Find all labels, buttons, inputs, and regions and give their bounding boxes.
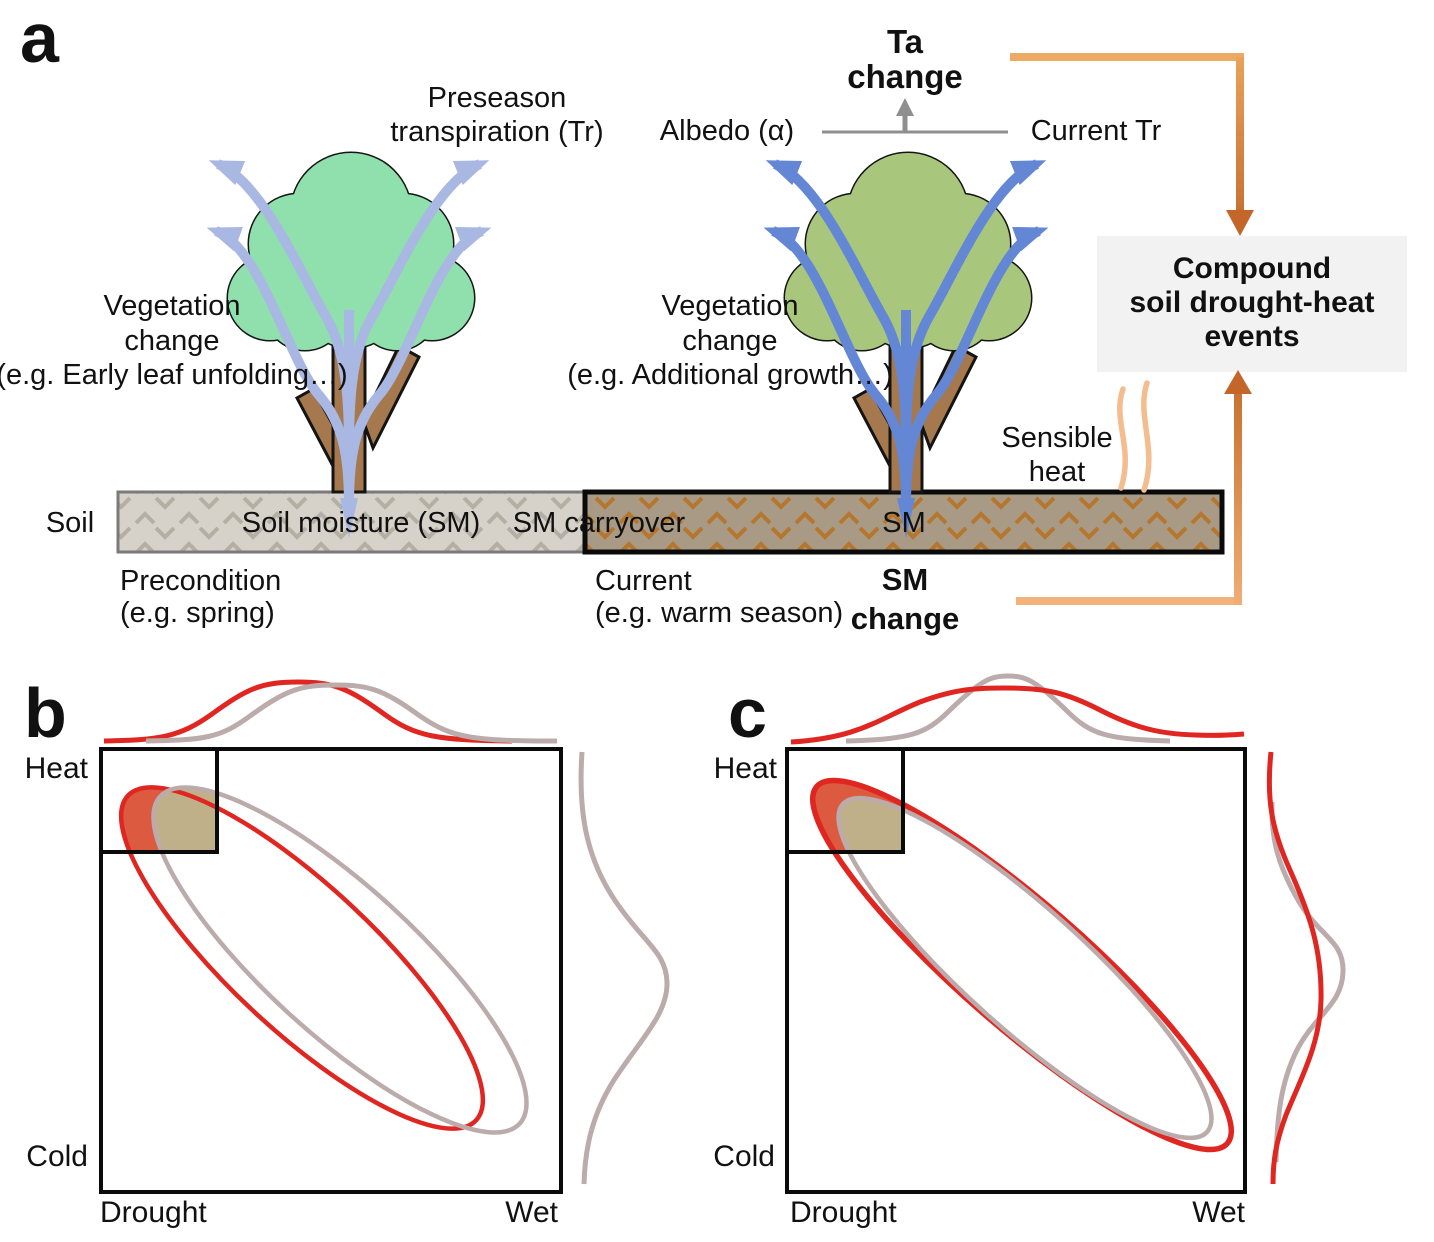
- panel-c-top-density-red: [790, 685, 1245, 745]
- panel-b-plot-box: [99, 747, 563, 1194]
- panel-b-gray-ellipse: [151, 785, 529, 1135]
- compound-label3: events: [1204, 320, 1299, 353]
- compound-label2: soil drought-heat: [1130, 286, 1375, 319]
- tree1-root-tip: [340, 498, 358, 538]
- tree2-root-tip: [897, 498, 915, 538]
- panel-b-top-density-red: [103, 679, 513, 744]
- veg-right-label2: change: [682, 325, 777, 357]
- tree-current: [763, 151, 1049, 538]
- ta-change-label: Ta: [887, 23, 924, 60]
- panel-c-drought-label: Drought: [790, 1196, 897, 1229]
- tree1-transpiration-arrows: [206, 159, 492, 506]
- panel-c-cold-label: Cold: [713, 1140, 775, 1173]
- arrow-mid-right-icon: [901, 226, 1049, 506]
- panel-c: c Heat Cold Drought Wet: [713, 673, 1346, 1229]
- panel-c-plot-box: [785, 747, 1247, 1194]
- panel-b-label: b: [24, 674, 67, 752]
- albedo-label: Albedo (α): [660, 115, 794, 147]
- arrow-mid-right-icon: [344, 226, 492, 506]
- current-label: Current: [595, 565, 692, 597]
- sm-change-label: SM: [882, 562, 929, 597]
- panel-a: a Preseason transpiration (Tr) Ta change…: [0, 0, 1407, 636]
- precondition-label2: (e.g. spring): [120, 597, 275, 629]
- tan-overlap-fill: [838, 798, 903, 852]
- panel-b-red-ellipse: [118, 785, 486, 1131]
- panel-c-corner-box: [785, 747, 905, 854]
- arrow-up-right-icon: [900, 159, 1047, 506]
- veg-right-label3: (e.g. Additional growth…): [567, 359, 893, 391]
- arrow-up-icon: [1224, 370, 1252, 394]
- heat-wave-icon: [1117, 380, 1152, 493]
- panel-b-drought-label: Drought: [100, 1196, 207, 1229]
- panel-b-top-density-gray: [145, 682, 558, 744]
- panel-b-wet-label: Wet: [505, 1196, 558, 1229]
- tree-preseason: [206, 151, 492, 538]
- current-tr-label: Current Tr: [1031, 115, 1162, 147]
- preseason-label: Preseason: [428, 82, 567, 114]
- arrow-up-right-icon: [343, 159, 490, 506]
- veg-left-label3: (e.g. Early leaf unfolding…): [0, 359, 348, 391]
- panel-c-label: c: [728, 674, 767, 752]
- ta-to-compound-arrow: [1010, 53, 1254, 236]
- panel-a-label: a: [20, 0, 60, 77]
- veg-left-label2: change: [124, 325, 219, 357]
- panel-b-right-density-gray: [578, 751, 670, 1185]
- arrow-mid-left-icon: [763, 226, 911, 506]
- panel-b-cold-label: Cold: [26, 1140, 88, 1173]
- precondition-label: Precondition: [120, 565, 281, 597]
- current-label2: (e.g. warm season): [595, 597, 843, 629]
- red-overlap-fill: [121, 787, 217, 852]
- compound-events-box: [1097, 236, 1407, 372]
- tan-overlap-fill: [153, 787, 217, 852]
- arrow-mid-left-icon: [206, 226, 354, 506]
- panel-c-gray-ellipse: [836, 795, 1214, 1141]
- ta-indicator: [822, 98, 1008, 134]
- arrow-down-icon: [1226, 210, 1254, 236]
- ta-arrow-up-icon: [896, 98, 914, 116]
- panel-c-wet-label: Wet: [1192, 1196, 1245, 1229]
- soil-moisture-label: Soil moisture (SM): [242, 507, 481, 539]
- panel-b-heat-label: Heat: [25, 752, 89, 785]
- veg-right-label: Vegetation: [661, 290, 798, 322]
- compound-label: Compound: [1173, 252, 1331, 285]
- tree2-transpiration-arrows: [763, 159, 1049, 506]
- sensible-heat-label2: heat: [1029, 456, 1085, 488]
- panel-c-heat-label: Heat: [714, 752, 778, 785]
- soil-label: Soil: [46, 507, 94, 539]
- sm-to-compound-arrow: [1016, 370, 1252, 605]
- panel-c-right-density-gray: [1269, 801, 1346, 1163]
- preseason-label2: transpiration (Tr): [390, 116, 603, 148]
- panel-b-corner-box: [99, 747, 219, 854]
- veg-left-label: Vegetation: [103, 290, 240, 322]
- ta-change-label2: change: [847, 58, 963, 95]
- panel-b: b Heat Cold Drought Wet: [24, 674, 670, 1229]
- sm-change-label2: change: [851, 601, 960, 636]
- sensible-heat-label: Sensible: [1001, 422, 1112, 454]
- sm-carryover-label: SM carryover: [513, 507, 686, 539]
- panel-c-right-density-red: [1266, 751, 1324, 1185]
- panel-c-overlap-fills: [812, 780, 903, 852]
- sm-label: SM: [882, 507, 926, 539]
- panel-c-top-density-gray: [845, 673, 1171, 744]
